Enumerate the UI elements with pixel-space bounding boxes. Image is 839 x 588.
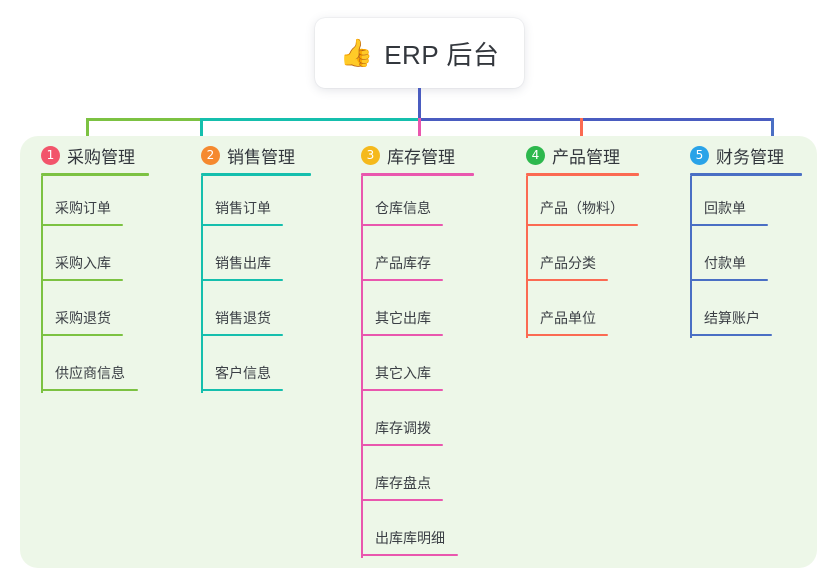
branch-item-label: 采购入库 [55, 255, 111, 271]
branch-badge-3: 3 [361, 146, 380, 165]
branch-header-rule-4 [526, 173, 639, 176]
branch-item-rule [361, 389, 443, 391]
branch-item-rule [201, 279, 283, 281]
branch-title-2: 销售管理 [227, 148, 295, 167]
branch-item-rule [361, 334, 443, 336]
branch-item-rule [361, 499, 443, 501]
branch-item-rule [41, 334, 123, 336]
branch-badge-2: 2 [201, 146, 220, 165]
branch-item-label: 采购退货 [55, 310, 111, 326]
branch-spine-3 [361, 176, 363, 558]
branch-item-rule [526, 224, 638, 226]
branch-header-4[interactable]: 4 产品管理 [526, 143, 620, 168]
branch-header-1[interactable]: 1 采购管理 [41, 143, 135, 168]
thumbs-up-icon: 👍 [339, 37, 374, 68]
connector-bus-purple [419, 118, 773, 121]
branch-item-rule [690, 334, 772, 336]
branch-badge-5: 5 [690, 146, 709, 165]
branch-item-rule [201, 334, 283, 336]
branch-item-label: 其它出库 [375, 310, 431, 326]
branch-spine-4 [526, 176, 528, 338]
branch-item-label: 产品（物料） [540, 200, 624, 216]
branch-title-1: 采购管理 [67, 148, 135, 167]
branch-item-label: 产品库存 [375, 255, 431, 271]
branch-badge-1: 1 [41, 146, 60, 165]
branch-spine-1 [41, 176, 43, 393]
branch-item-label: 产品分类 [540, 255, 596, 271]
branch-item-label: 仓库信息 [375, 200, 431, 216]
branch-item-rule [690, 279, 768, 281]
branch-item-rule [41, 279, 123, 281]
branch-item-label: 销售退货 [215, 310, 271, 326]
branch-header-5[interactable]: 5 财务管理 [690, 143, 784, 168]
branch-item-label: 产品单位 [540, 310, 596, 326]
branch-item-rule [361, 224, 443, 226]
branch-item-rule [361, 554, 458, 556]
branches-panel: 1 采购管理采购订单采购入库采购退货供应商信息 2 销售管理销售订单销售出库销售退货客… [20, 136, 817, 568]
branch-header-3[interactable]: 3 库存管理 [361, 143, 455, 168]
branch-item-label: 销售订单 [215, 200, 271, 216]
branch-title-5: 财务管理 [716, 148, 784, 167]
branch-item-rule [526, 279, 608, 281]
branch-item-label: 库存调拨 [375, 420, 431, 436]
root-node-title: ERP 后台 [384, 39, 500, 70]
branch-header-2[interactable]: 2 销售管理 [201, 143, 295, 168]
branch-header-rule-3 [361, 173, 474, 176]
branch-header-rule-2 [201, 173, 311, 176]
branch-item-rule [361, 279, 443, 281]
branch-header-rule-1 [41, 173, 149, 176]
branch-item-rule [361, 444, 443, 446]
branch-item-label: 回款单 [704, 200, 746, 216]
branch-item-label: 客户信息 [215, 365, 271, 381]
connector-root-stem [418, 88, 421, 121]
branch-item-label: 供应商信息 [55, 365, 125, 381]
branch-item-label: 结算账户 [704, 310, 760, 326]
root-node-erp-backend[interactable]: 👍 ERP 后台 [315, 18, 524, 88]
branch-item-label: 其它入库 [375, 365, 431, 381]
branch-item-rule [201, 389, 283, 391]
branch-item-rule [526, 334, 608, 336]
connector-bus-green [86, 118, 201, 121]
branch-title-3: 库存管理 [387, 148, 455, 167]
branch-spine-5 [690, 176, 692, 338]
branch-badge-4: 4 [526, 146, 545, 165]
branch-item-label: 采购订单 [55, 200, 111, 216]
branch-item-label: 出库库明细 [375, 530, 445, 546]
branch-item-label: 销售出库 [215, 255, 271, 271]
branch-header-rule-5 [690, 173, 802, 176]
branch-item-label: 库存盘点 [375, 475, 431, 491]
branch-item-label: 付款单 [704, 255, 746, 271]
connector-bus-teal [201, 118, 419, 121]
branch-item-rule [201, 224, 283, 226]
branch-item-rule [41, 389, 138, 391]
branch-item-rule [690, 224, 768, 226]
branch-title-4: 产品管理 [552, 148, 620, 167]
branch-spine-2 [201, 176, 203, 393]
branch-item-rule [41, 224, 123, 226]
